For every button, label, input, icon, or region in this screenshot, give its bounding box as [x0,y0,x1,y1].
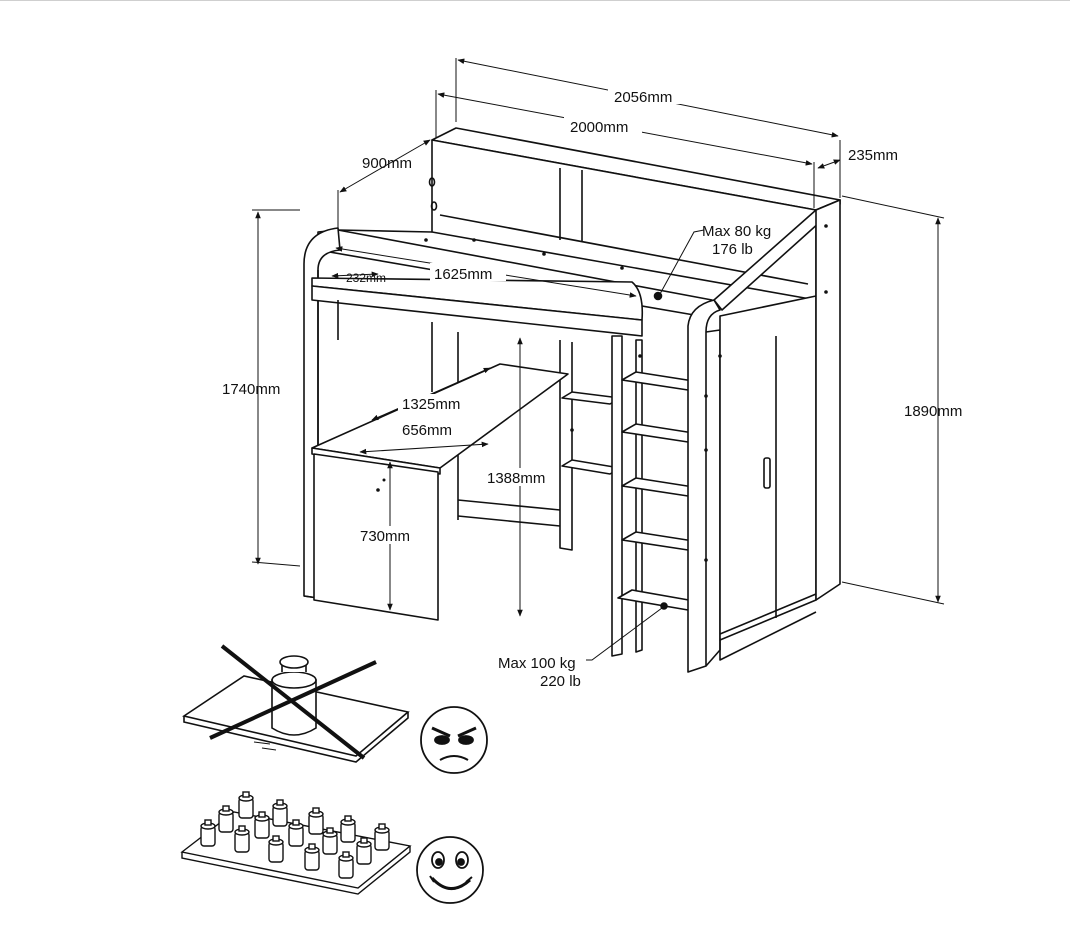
label-ladder-max-lb: 220 lb [540,673,581,690]
label-bed-max-lb: 176 lb [712,241,753,258]
leader-100kg [586,607,663,661]
dim-232-line [331,271,379,279]
label-2056: 2056mm [614,89,672,106]
cross-mark [209,644,377,760]
ladder-left-rail [611,335,623,657]
label-2000: 2000mm [570,119,628,136]
label-730: 730mm [360,528,410,545]
ladder-right-rail [635,339,643,653]
heavy-weight-icon [271,655,317,736]
loft-bed-drawing [303,127,841,673]
label-1325: 1325mm [402,396,460,413]
distributed-load-illustration [180,791,412,895]
label-1625: 1625mm [434,266,492,283]
concentrated-load-illustration [182,644,410,763]
right-end-panel [687,299,721,673]
smiling-face-icon [416,836,484,904]
label-1388: 1388mm [487,470,545,487]
ladder-load-point [660,602,668,610]
label-900: 900mm [362,155,412,172]
desk-top [311,363,569,469]
wrong-board-edge [183,712,409,763]
dim-1890-ext [841,195,945,605]
right-board-edge [181,846,411,895]
label-ladder-max-kg: Max 100 kg [498,655,576,672]
dim-900-line [339,139,431,193]
board-bend [253,741,277,751]
label-232: 232mm [346,271,386,285]
dim-656-line [359,441,489,455]
label-656: 656mm [402,422,452,439]
hole-2 [430,201,438,211]
dim-900-ext [337,142,433,228]
leader-80kg [659,229,705,295]
dimension-labels: 2056mm 2000mm 235mm 900mm 1740mm 1890mm … [222,86,962,690]
top-desk-front [311,285,643,337]
small-weights-group [200,791,390,879]
wardrobe-bottom [719,593,817,661]
label-bed-max-kg: Max 80 kg [702,223,771,240]
label-1890: 1890mm [904,403,962,420]
label-235: 235mm [848,147,898,164]
label-1740: 1740mm [222,381,280,398]
right-end-edge [705,329,721,667]
dim-2000-ext [435,90,815,208]
dim-235-line [817,159,841,169]
wardrobe-side [815,199,841,601]
angry-face-icon [420,706,488,774]
bed-frame-top-edge [337,229,433,233]
top-border [0,0,1070,1]
center-post [559,340,573,551]
desk-rear-support [457,499,561,527]
back-shelf-divider [559,168,583,242]
top-desk-support [337,300,433,392]
wardrobe-handle [763,457,771,489]
bed-load-point [653,291,663,301]
